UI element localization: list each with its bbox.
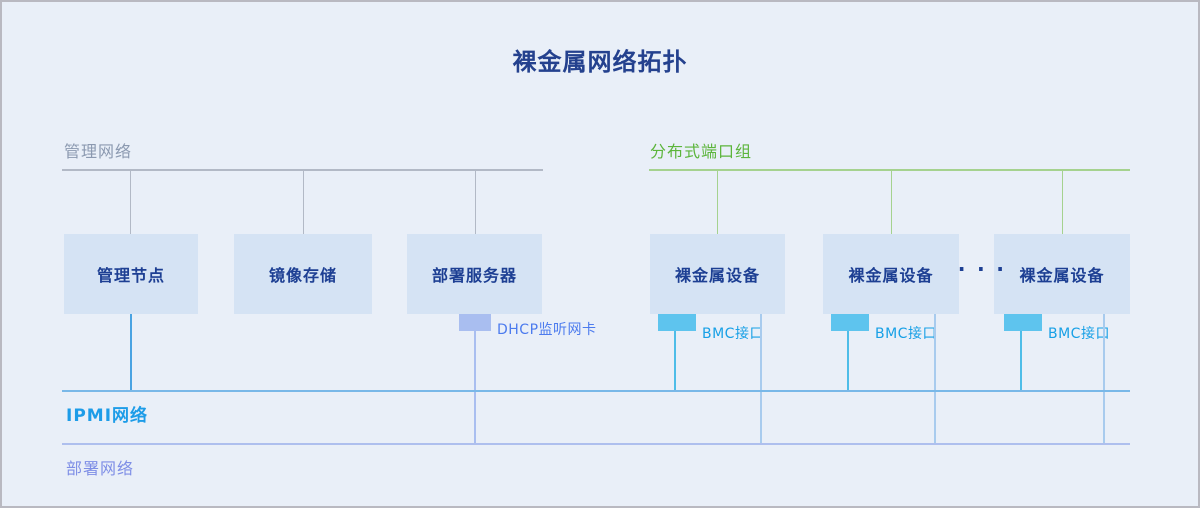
- management-connector-3: [475, 171, 476, 234]
- node-baremetal-3: 裸金属设备: [994, 234, 1130, 314]
- device-deploy-connector-3: [1103, 314, 1105, 444]
- port-group-connector-1: [717, 171, 718, 234]
- port-group-connector-3: [1062, 171, 1063, 234]
- bmc-label-3: BMC接口: [1048, 326, 1110, 342]
- management-network-label: 管理网络: [64, 142, 133, 161]
- ipmi-network-line: [62, 390, 1130, 392]
- bmc-label-2: BMC接口: [875, 326, 937, 342]
- ipmi-network-label: IPMI网络: [66, 406, 149, 426]
- node-deploy-server: 部署服务器: [407, 234, 542, 314]
- node-management: 管理节点: [64, 234, 198, 314]
- bmc-tab-3: [1004, 314, 1042, 331]
- deployment-network-line: [62, 443, 1130, 445]
- port-group-bus-line: [649, 169, 1130, 171]
- device-deploy-connector-2: [934, 314, 936, 444]
- bmc-ipmi-connector-2: [847, 331, 849, 391]
- ellipsis-more-devices: ···: [955, 258, 1013, 283]
- management-bus-line: [62, 169, 543, 171]
- management-connector-2: [303, 171, 304, 234]
- port-group-label: 分布式端口组: [650, 142, 753, 161]
- dhcp-deploy-connector: [474, 331, 476, 444]
- bmc-tab-2: [831, 314, 869, 331]
- bmc-ipmi-connector-3: [1020, 331, 1022, 391]
- mgmt-node-ipmi-connector: [130, 314, 132, 391]
- bmc-tab-1: [658, 314, 696, 331]
- bmc-label-1: BMC接口: [702, 326, 764, 342]
- device-deploy-connector-1: [760, 314, 762, 444]
- deployment-network-label: 部署网络: [66, 459, 135, 478]
- page-title: 裸金属网络拓扑: [512, 48, 688, 76]
- bmc-ipmi-connector-1: [674, 331, 676, 391]
- dhcp-nic-label: DHCP监听网卡: [497, 322, 597, 338]
- node-image-storage: 镜像存储: [234, 234, 372, 314]
- dhcp-nic-tab: [459, 314, 491, 331]
- port-group-connector-2: [891, 171, 892, 234]
- management-connector-1: [130, 171, 131, 234]
- node-baremetal-1: 裸金属设备: [650, 234, 785, 314]
- node-baremetal-2: 裸金属设备: [823, 234, 959, 314]
